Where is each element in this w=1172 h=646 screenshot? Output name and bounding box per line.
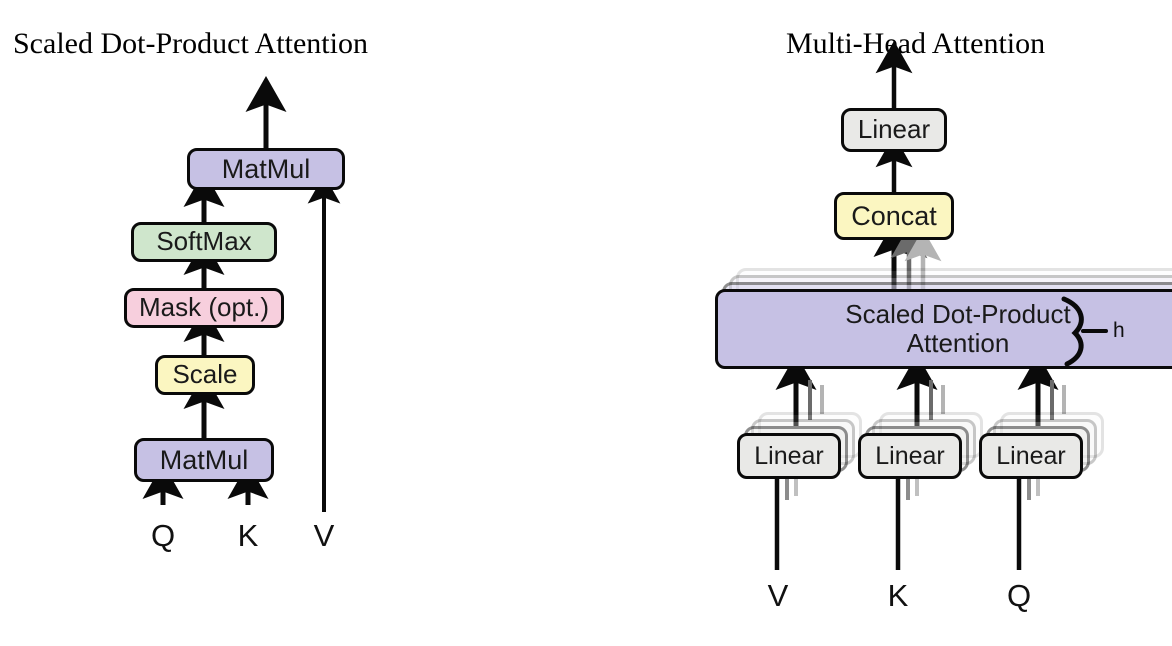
node-label: SoftMax [156, 226, 252, 257]
input-label-q: Q [150, 518, 176, 553]
node-label: Mask (opt.) [138, 292, 270, 323]
input-label-q: Q [1006, 578, 1032, 613]
node-softmax[interactable]: SoftMax [131, 222, 277, 262]
node-mask[interactable]: Mask (opt.) [124, 288, 284, 328]
node-label: Scale [172, 359, 238, 390]
node-matmul-bottom[interactable]: MatMul [134, 438, 274, 482]
heads-brace-icon [1061, 296, 1108, 367]
node-label: MatMul [159, 444, 249, 475]
input-label-v: V [767, 578, 789, 613]
left-diagram-connectors [142, 76, 341, 512]
page-title-right: Multi-Head Attention [786, 27, 1046, 60]
input-label-k: K [237, 518, 259, 553]
node-scale[interactable]: Scale [155, 355, 255, 395]
multi-head-attention-panel: Multi-Head Attention [586, 0, 1172, 646]
input-label-k: K [887, 578, 909, 613]
node-matmul-top[interactable]: MatMul [187, 148, 345, 190]
node-label: Scaled Dot-Product Attention [845, 298, 1071, 358]
node-label: MatMul [221, 153, 311, 184]
page-title-left: Scaled Dot-Product Attention [13, 27, 368, 60]
scaled-dot-product-attention-panel: Scaled Dot-Product Attention MatMul Soft… [13, 27, 368, 553]
heads-count-label: h [1113, 319, 1125, 342]
input-label-v: V [313, 518, 335, 553]
